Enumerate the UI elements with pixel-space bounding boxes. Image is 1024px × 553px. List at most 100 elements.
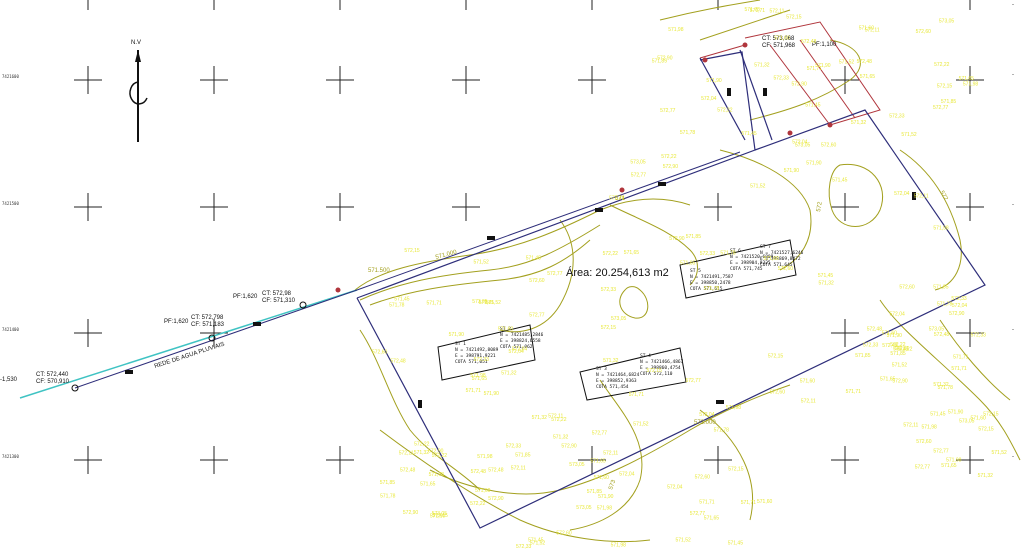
station-id: ST 7 [760, 244, 771, 250]
ct-label: CT: 572,440 [36, 372, 69, 378]
spot-elevation-label: 571,71 [846, 389, 862, 395]
spot-elevation-label: 572,11 [399, 450, 414, 456]
spot-elevation-label: 572,48 [857, 59, 873, 65]
contour-label: 571.500 [368, 268, 390, 274]
spot-elevation-label: 571,78 [720, 251, 736, 257]
spot-elevation-label: 572,77 [933, 105, 949, 111]
spot-elevation-label: 571,65 [941, 463, 957, 469]
spot-elevation-label: 573,05 [939, 19, 955, 25]
spot-elevation-label: 571,90 [706, 78, 722, 84]
spot-elevation-label: 571,32 [414, 450, 430, 456]
spot-elevation-label: 571,78 [389, 302, 405, 308]
spot-elevation-label: 571,45 [528, 538, 544, 544]
spot-elevation-label: 572,90 [403, 510, 419, 516]
spot-elevation-label: 571,78 [745, 7, 761, 13]
station-e: E = 398824,6558 [500, 338, 541, 344]
spot-elevation-label: 572,11 [894, 346, 909, 352]
spot-elevation-label: 571,60 [859, 26, 875, 32]
spot-elevation-label: 571,32 [933, 382, 949, 388]
station-n: N = 7421485,2846 [500, 332, 544, 338]
spot-elevation-label: 573,05 [795, 143, 811, 149]
station-cota: COTA 571,062 [500, 344, 533, 350]
spot-elevation-label: 572,04 [512, 347, 528, 353]
spot-elevation-label: 571,32 [754, 62, 770, 68]
spot-elevation-label: 572,11 [603, 451, 618, 457]
spot-elevation-label: 571,71 [741, 500, 757, 506]
spot-elevation-label: 571,98 [946, 458, 962, 464]
station-e: E = 398852,9363 [596, 378, 637, 384]
spot-elevation-label: 571,71 [629, 392, 645, 398]
spot-elevation-label: 571,45 [805, 102, 821, 108]
spot-elevation-label: 572,77 [690, 511, 706, 517]
spot-elevation-label: 572,04 [701, 96, 717, 102]
spot-elevation-label: 572,90 [892, 378, 908, 384]
area-label: Área: 20.254,613 m2 [566, 266, 669, 279]
spot-elevation-label: 572,11 [914, 193, 929, 199]
spot-elevation-label: 572,22 [890, 342, 906, 348]
spot-elevation-label: 573,05 [630, 160, 646, 166]
spot-elevation-label: 572,33 [506, 444, 522, 450]
spot-elevation-label: 572,04 [699, 412, 715, 418]
station-e: E = 398791,9221 [455, 353, 496, 359]
spot-elevation-label: 572,60 [529, 278, 545, 284]
station-cota: COTA 571,454 [596, 384, 629, 390]
contour-label: 573.000 [694, 420, 716, 426]
spot-elevation-label: 571,65 [860, 74, 876, 80]
spot-elevation-label: 571,60 [757, 499, 773, 505]
lot-boundary [356, 49, 986, 529]
station-e: E = 398860,4754 [640, 365, 681, 371]
spot-elevation-label: 572,11 [903, 422, 918, 428]
spot-elevation-label: 572,90 [669, 236, 685, 242]
station-cota: COTA 571,051 [455, 359, 488, 365]
spot-elevation-label: 571,60 [800, 378, 816, 384]
grid-label: 7421300 [2, 454, 19, 459]
north-label: N.V [131, 40, 141, 46]
contour-lines [354, 0, 1021, 543]
spot-elevation-label: 572,15 [647, 368, 663, 374]
station-cota: COTA 571,645 [760, 262, 793, 268]
spot-elevation-label: 571,85 [652, 59, 668, 65]
spot-elevation-label: 572,60 [770, 390, 786, 396]
spot-elevation-label: 572,48 [801, 39, 817, 45]
station-boxes [437, 239, 797, 401]
spot-elevation-label: 573,05 [472, 299, 488, 305]
spot-elevation-label: 571,71 [807, 66, 823, 72]
spot-elevation-label: 571,98 [726, 405, 742, 411]
station-cota: COTA 572,110 [640, 371, 673, 377]
spot-elevation-label: 571,45 [818, 273, 834, 279]
spot-elevation-label: 572,15 [978, 427, 994, 433]
spot-elevation-label: 572,15 [937, 84, 953, 90]
station-n: N = 7421492,8089 [455, 347, 499, 353]
spot-elevation-label: 572,22 [432, 453, 448, 459]
spot-elevation-label: 571,52 [676, 538, 692, 544]
spot-elevation-label: 572,04 [619, 471, 635, 477]
spot-elevation-label: 571,78 [937, 302, 953, 308]
spot-elevation-label: 571,60 [475, 488, 491, 494]
spot-elevation-label: 571,71 [750, 8, 766, 14]
spot-elevation-label: 572,60 [916, 439, 932, 445]
spot-elevation-label: 572,77 [592, 431, 608, 437]
spot-elevation-label: 571,32 [553, 435, 569, 441]
spot-elevation-label: 571,52 [750, 183, 766, 189]
spot-elevation-label: 571,65 [704, 515, 720, 521]
grid-label: - [1012, 202, 1014, 208]
spot-elevation-label: 571,45 [728, 541, 744, 547]
spot-elevation-label: 572,22 [661, 154, 677, 160]
spot-elevation-label: 571,52 [530, 540, 546, 546]
spot-elevation-label: 571,98 [477, 454, 493, 460]
spot-elevation-label: 571,90 [887, 333, 903, 339]
grid-label: - [1012, 454, 1014, 460]
spot-elevation-label: 571,45 [893, 346, 909, 352]
ct-label: CT: 572,98 [262, 291, 292, 297]
spot-elevation-label: 572,60 [821, 143, 837, 149]
spot-elevation-label: 571,90 [598, 494, 614, 500]
spot-elevation-label: 571,52 [892, 362, 908, 368]
spot-elevation-label: 571,45 [930, 411, 946, 417]
spot-elevation-label: 571,71 [427, 300, 443, 306]
spot-elevation-label: 571,98 [597, 506, 613, 512]
spot-elevation-label: 572,04 [792, 139, 808, 145]
pf-label: PF:1,620 [233, 294, 258, 300]
spot-elevation-label: 571,32 [501, 370, 517, 376]
